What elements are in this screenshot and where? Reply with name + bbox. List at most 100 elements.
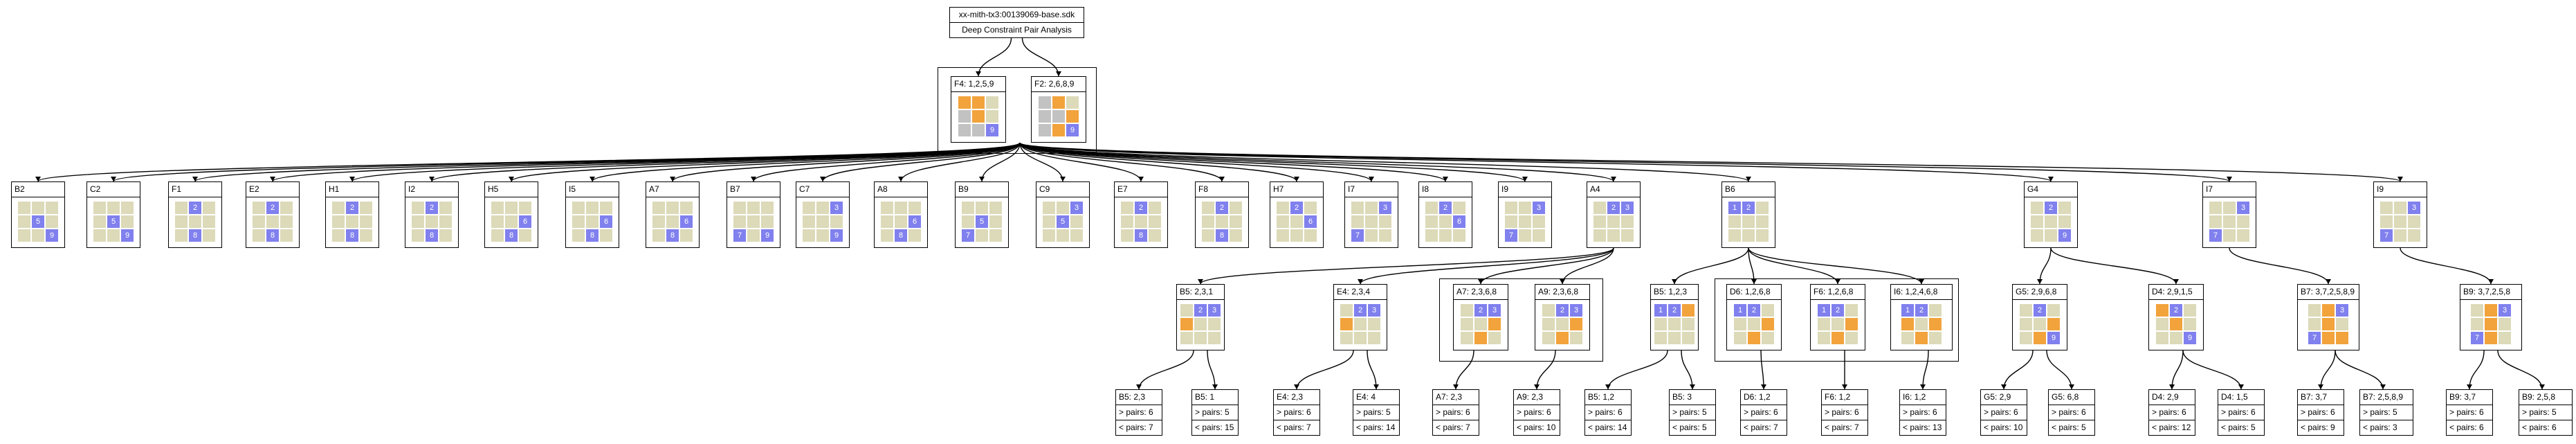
grid-cell [816,202,829,214]
grid-cell: 8 [1216,229,1228,242]
grid-cell [280,229,293,242]
grid-cell: 2 [1668,304,1681,317]
leaf-edge-arrowhead [2539,384,2545,389]
grid-cell [1593,202,1606,214]
grid-cell [280,215,293,228]
grid-cell [1915,318,1928,330]
grid-cell [1379,215,1391,228]
grid-cell [1039,110,1051,123]
level2-edge [431,142,1021,182]
leaf-node: B5: 1> pairs: 5< pairs: 15 [1191,389,1239,436]
grid-cell [332,229,345,242]
grid-cell: 6 [680,215,693,228]
grid-cell [1439,215,1452,228]
grid-cell [600,229,612,242]
leaf-edge-arrowhead [1453,384,1459,389]
grid-cell: 8 [1135,229,1147,242]
grid-cell [1621,229,1634,242]
grid-cell [989,202,1002,214]
leaf-edge [1607,350,1668,390]
leaf-edge-arrowhead [1212,384,1218,389]
grid-cell [1756,202,1769,214]
grid-cell [2471,304,2483,317]
grid-cell [1461,332,1473,344]
leaf-label: G5: 2,9 [1984,392,2011,402]
grid-cell [2170,332,2182,344]
level2-edge [900,142,1021,182]
level2-edge-arrowhead [35,177,41,181]
leaf-less-pairs: < pairs: 12 [2149,420,2195,435]
grid-cell [1668,318,1681,330]
leaf-node: G5: 2,9> pairs: 6< pairs: 10 [1980,389,2027,436]
level2-edge-arrowhead [111,177,116,181]
leaf-edge [1207,350,1216,390]
grid-cell [2322,318,2335,330]
grid-cell: 8 [346,229,358,242]
grid-cell: 5 [976,215,988,228]
leaf-edge [1536,350,1556,390]
grid-cell [1057,229,1069,242]
level2-edge-arrowhead [1443,177,1448,181]
grid-cell: 9 [121,229,134,242]
grid-cell [1519,229,1531,242]
grid-cell [600,202,612,214]
grid-cell [1351,202,1364,214]
grid-cell [18,215,30,228]
grid-cell [2485,332,2497,344]
leaf-less-pairs: < pairs: 9 [2298,420,2344,435]
grid-cell [1654,332,1667,344]
level2-edge [511,142,1021,182]
grid-cell [1728,229,1741,242]
grid-cell [505,202,518,214]
grid-cell [93,215,106,228]
grid-cell [1748,332,1760,344]
a4-pair-cluster [1439,278,1603,362]
level2-node-label: F8 [1196,182,1248,197]
leaf-edge [1455,350,1474,390]
grid-cell [519,202,531,214]
grid-cell [1929,332,1942,344]
level2-node-label: I9 [1499,182,1551,197]
grid-cell [1043,229,1055,242]
leaf-edge [2171,350,2184,390]
leaf-less-pairs: < pairs: 15 [1192,420,1238,435]
level2-edge [1019,142,1446,182]
grid-cell [2156,318,2168,330]
grid-cell [976,202,988,214]
level2-edge-arrowhead [1746,177,1751,181]
level2-edge-arrowhead [751,177,756,181]
leaf-node: G5: 6,8> pairs: 6< pairs: 5 [2048,389,2095,436]
grid-cell [1208,332,1221,344]
leaf-more-pairs: > pairs: 6 [2298,405,2344,420]
level3-node-label: B5: 2,3,1 [1177,285,1224,300]
grid-cell [439,202,452,214]
leaf-more-pairs: > pairs: 6 [1585,405,1631,420]
grid-cell: 8 [586,229,599,242]
grid-cell [412,202,424,214]
grid-cell [2170,318,2182,330]
grid-cell [1845,304,1858,317]
grid-cell [1277,215,1289,228]
grid-cell [1052,110,1065,123]
leaf-more-pairs: > pairs: 5 [1670,405,1715,420]
grid-cell: 1 [1734,304,1746,317]
level3-edge-arrowhead [1478,279,1483,284]
leaf-edge-arrowhead [2238,384,2244,389]
candidate-grid: 9 [1039,96,1079,136]
leaf-less-pairs: < pairs: 7 [1822,420,1867,435]
grid-cell: 8 [189,229,201,242]
grid-cell [2499,332,2511,344]
grid-cell [2408,215,2420,228]
leaf-more-pairs: > pairs: 6 [1822,405,1867,420]
grid-cell: 2 [1439,202,1452,214]
grid-cell [1728,215,1741,228]
